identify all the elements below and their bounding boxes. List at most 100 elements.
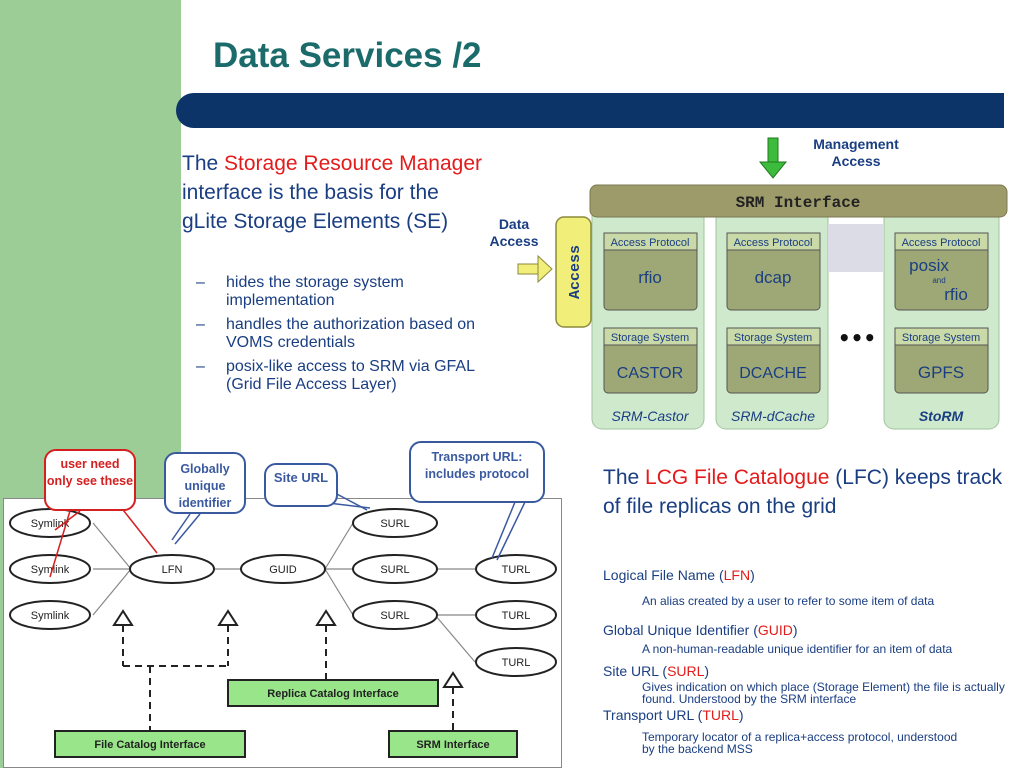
guid-node: GUID [240, 554, 326, 584]
srm-interface-label: SRM Interface [736, 194, 861, 212]
lfn-node: LFN [129, 554, 215, 584]
callout-globally-unique: Globally unique identifier [164, 452, 246, 514]
surl-node: SURL [352, 508, 438, 538]
protocol-box-posix-rfio: Access Protocol posix and rfio [894, 232, 989, 311]
term-name: Global Unique Identifier ( [603, 622, 758, 638]
storage-box-dcache: Storage System DCACHE [726, 327, 821, 394]
srm-name-castor: SRM-Castor [611, 408, 689, 424]
storage-box-castor: Storage System CASTOR [603, 327, 698, 394]
term-close: ) [738, 707, 744, 723]
storage-name: GPFS [918, 363, 964, 382]
term-definition: A non-human-readable unique identifier f… [642, 642, 953, 656]
lfc-highlight: LCG File Catalogue [645, 466, 830, 489]
bullet-text: posix-like access to SRM via GFAL (Grid … [226, 358, 475, 393]
storage-name: DCACHE [739, 365, 807, 382]
protocol-box-dcap: Access Protocol dcap [726, 232, 821, 311]
callout-pointers [49, 492, 526, 578]
storage-system-label: Storage System [902, 332, 980, 344]
storage-box-gpfs: Storage System GPFS [894, 327, 989, 394]
srm-intro-pre: The [182, 152, 225, 175]
term-definition: Gives indication on which place (Storage… [642, 680, 1005, 706]
file-catalog-interface-box: File Catalog Interface [54, 730, 246, 758]
callout-user-need: user need only see these [44, 449, 136, 511]
term-close: ) [792, 622, 798, 638]
management-arrow-icon [758, 137, 788, 179]
surl-node: SURL [352, 554, 438, 584]
protocol-name: rfio [638, 268, 662, 287]
srm-intro-post: interface is the basis for the gLite Sto… [182, 181, 449, 233]
title-underline-bar [176, 93, 1004, 128]
srm-bullet-list: –hides the storage system implementation… [196, 274, 496, 400]
term-close: ) [750, 567, 755, 583]
node-label: SURL [380, 564, 409, 576]
term-abbr: LFN [723, 567, 751, 583]
term-definition: Temporary locator of a replica+access pr… [642, 730, 958, 756]
access-protocol-label: Access Protocol [611, 237, 690, 249]
node-label: TURL [502, 610, 531, 622]
srm-interface-box: SRM Interface [388, 730, 518, 758]
access-protocol-label: Access Protocol [902, 237, 981, 249]
protocol-name: dcap [755, 268, 792, 287]
dashed-inheritance-lines [122, 625, 454, 731]
srm-name-dcache: SRM-dCache [731, 408, 815, 424]
node-label: SURL [380, 518, 409, 530]
protocol-name-posix: posix [909, 256, 949, 275]
term-close: ) [704, 663, 710, 679]
term-surl: Site URL (SURL) [603, 663, 709, 679]
box-label: Replica Catalog Interface [267, 688, 398, 700]
access-label: Access [567, 245, 584, 299]
access-protocol-label: Access Protocol [734, 237, 813, 249]
term-abbr: SURL [667, 663, 705, 679]
node-label: LFN [162, 564, 183, 576]
srm-interface-bar [589, 184, 1008, 218]
term-name: Site URL ( [603, 663, 668, 679]
storage-system-label: Storage System [611, 332, 689, 344]
box-label: SRM Interface [416, 739, 489, 751]
term-lfn: Logical File Name (LFN) [603, 567, 755, 583]
data-access-arrow-icon [517, 254, 553, 284]
turl-node: TURL [475, 600, 557, 630]
node-label: TURL [502, 564, 531, 576]
symlink-node: Symlink [9, 600, 91, 630]
replica-catalog-interface-box: Replica Catalog Interface [227, 679, 439, 707]
term-abbr: TURL [702, 707, 739, 723]
surl-node: SURL [352, 600, 438, 630]
page-title: Data Services /2 [213, 36, 482, 75]
lfc-intro-pre: The [603, 466, 646, 489]
file-catalog-diagram: Symlink Symlink Symlink LFN GUID SURL SU… [3, 498, 562, 768]
bullet-text: handles the authorization based on VOMS … [226, 316, 476, 351]
list-item: – posix-like access to SRM via GFAL (Grid… [196, 358, 496, 394]
callout-site-url: Site URL [264, 463, 338, 507]
protocol-box-rfio: Access Protocol rfio [603, 232, 698, 311]
bullet-dash: – [196, 358, 205, 375]
turl-node: TURL [475, 647, 557, 677]
term-definition: An alias created by a user to refer to s… [642, 594, 935, 608]
bullet-dash: – [196, 316, 205, 333]
srm-highlight: Storage Resource Manager [224, 152, 483, 175]
lfc-intro-post: (LFC) keeps track of file replicas on th… [603, 466, 1003, 518]
term-name: Transport URL ( [603, 707, 703, 723]
symlink-node: Symlink [9, 554, 91, 584]
list-item: –hides the storage system implementation [196, 274, 496, 310]
box-label: File Catalog Interface [94, 739, 205, 751]
inheritance-arrowheads [112, 609, 464, 688]
protocol-and: and [932, 276, 945, 285]
access-box [555, 216, 592, 328]
node-label: SURL [380, 610, 409, 622]
term-abbr: GUID [757, 622, 793, 638]
node-label: Symlink [31, 564, 70, 576]
node-label: TURL [502, 657, 531, 669]
protocol-name-rfio: rfio [944, 285, 968, 304]
node-label: GUID [269, 564, 297, 576]
bullet-dash: – [196, 274, 205, 291]
srm-name-storm: StoRM [919, 408, 964, 424]
lfc-intro-text: The LCG File Catalogue (LFC) keeps track… [603, 463, 1003, 521]
callout-transport-url: Transport URL: includes protocol [409, 441, 545, 503]
turl-node: TURL [475, 554, 557, 584]
list-item: – handles the authorization based on VOMS… [196, 316, 496, 352]
storage-system-label: Storage System [734, 332, 812, 344]
term-guid: Global Unique Identifier (GUID) [603, 622, 798, 638]
